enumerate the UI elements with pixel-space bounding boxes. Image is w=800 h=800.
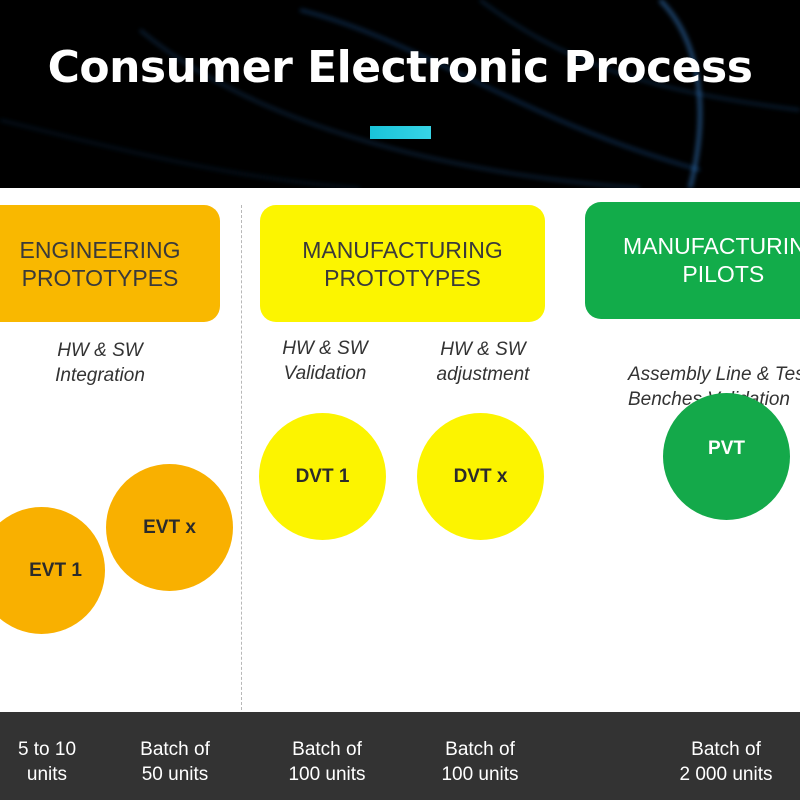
milestone-evtx: EVT x bbox=[106, 464, 233, 591]
milestone-pvt: PVT bbox=[663, 393, 790, 520]
title-accent-bar bbox=[370, 126, 431, 139]
milestone-dvtx: DVT x bbox=[417, 413, 544, 540]
milestone-evt1-label: EVT 1 bbox=[29, 559, 82, 581]
batch-100-dvtx: Batch of 100 units bbox=[441, 739, 519, 785]
milestone-evt1: EVT 1 bbox=[0, 507, 105, 634]
milestone-dvtx-label: DVT x bbox=[453, 465, 508, 487]
phase-label-engineering: ENGINEERING PROTOTYPES bbox=[19, 236, 181, 291]
batch-100-dvt1: Batch of 100 units bbox=[288, 739, 366, 785]
batch-50: Batch of 50 units bbox=[140, 739, 210, 785]
light-streak-background bbox=[0, 0, 800, 188]
phase-divider bbox=[241, 205, 242, 710]
batch-footer bbox=[0, 712, 800, 800]
phase-manufacturing-pilots: MANUFACTURING PILOTS bbox=[585, 202, 800, 319]
step-hw-sw-validation: HW & SW Validation bbox=[282, 338, 368, 384]
step-hw-sw-adjustment: HW & SW adjustment bbox=[436, 339, 530, 385]
header-banner: Consumer Electronic Process bbox=[0, 0, 800, 188]
phase-engineering-prototypes: ENGINEERING PROTOTYPES bbox=[0, 205, 220, 322]
page-title: Consumer Electronic Process bbox=[47, 42, 753, 93]
milestone-dvt1: DVT 1 bbox=[259, 413, 386, 540]
milestone-dvt1-label: DVT 1 bbox=[295, 465, 350, 487]
step-hw-sw-integration: HW & SW Integration bbox=[55, 340, 145, 386]
batch-2000: Batch of 2 000 units bbox=[679, 739, 773, 785]
batch-5-to-10: 5 to 10 units bbox=[17, 739, 77, 785]
milestone-evtx-label: EVT x bbox=[143, 516, 196, 538]
phase-label-manufacturing: MANUFACTURING PROTOTYPES bbox=[302, 236, 503, 291]
phase-label-pilots: MANUFACTURING PILOTS bbox=[623, 233, 800, 287]
phase-manufacturing-prototypes: MANUFACTURING PROTOTYPES bbox=[260, 205, 545, 322]
milestone-pvt-label: PVT bbox=[708, 437, 745, 459]
